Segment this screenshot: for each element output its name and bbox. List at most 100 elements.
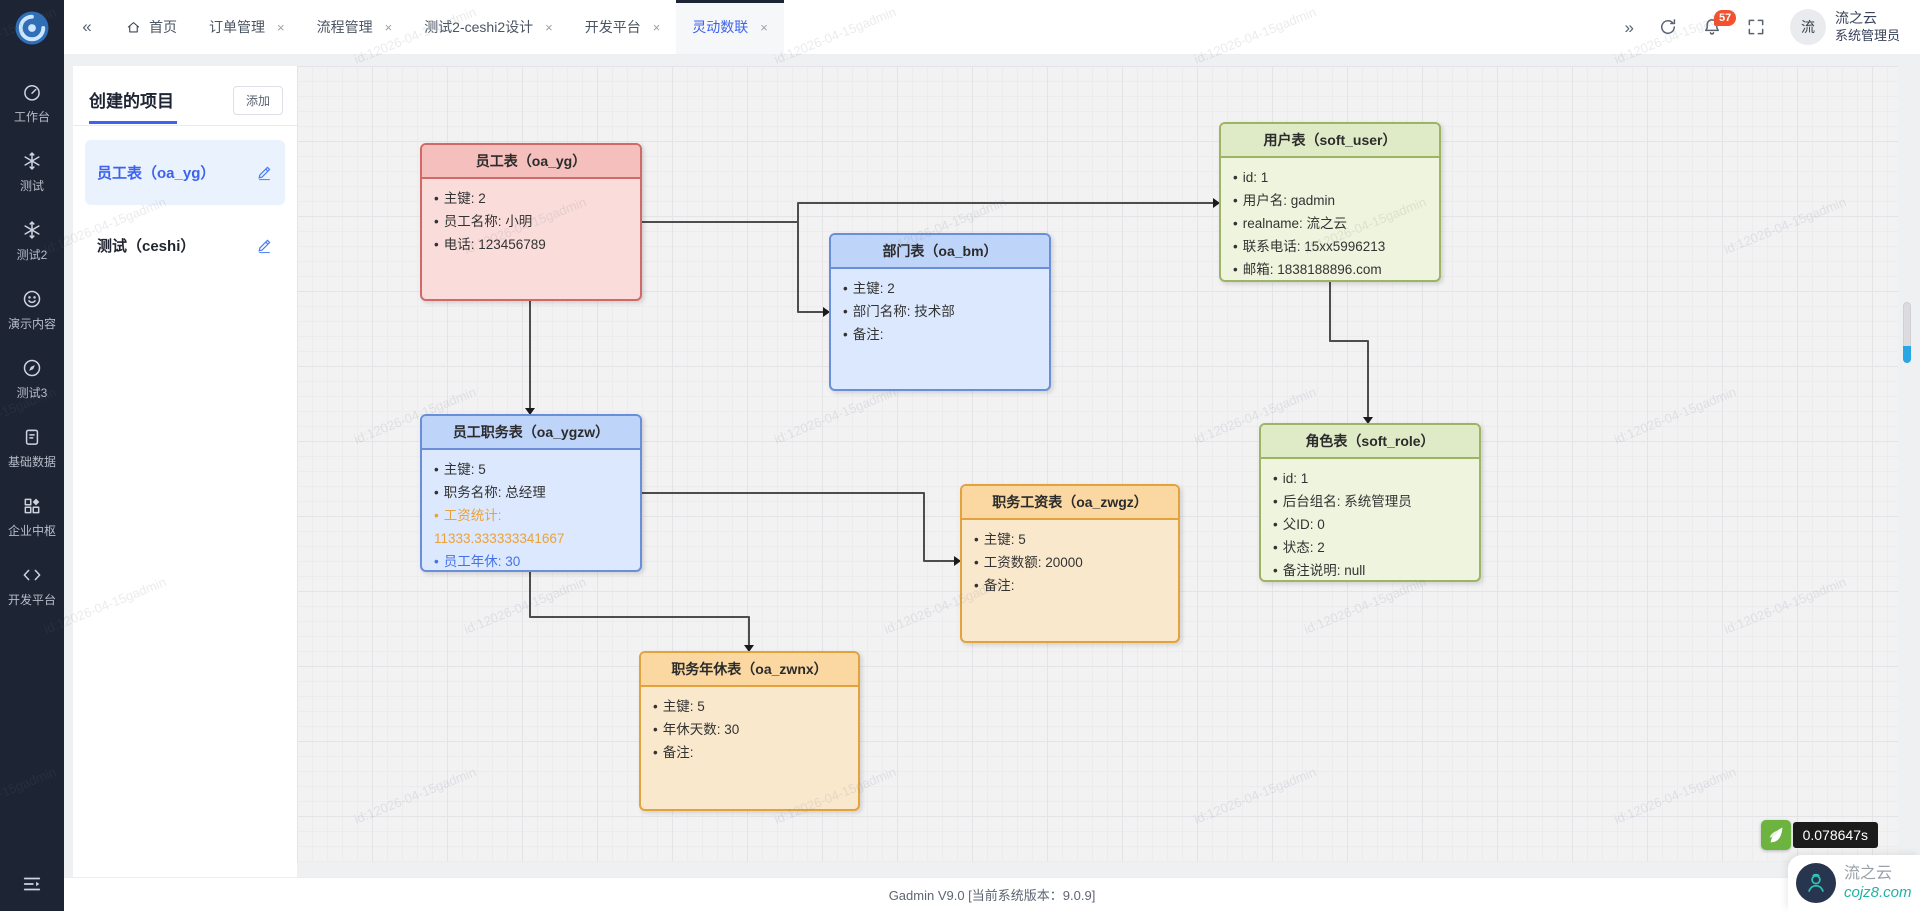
snowflake-icon [22,220,42,240]
close-icon[interactable]: × [277,19,285,35]
sidebar-item-测试[interactable]: 测试 [0,138,64,207]
sidebar-item-label: 测试3 [16,386,48,400]
tab-订单管理[interactable]: 订单管理 × [193,0,301,54]
er-field: •用户名: gadmin [1233,193,1336,208]
version-text: Gadmin V9.0 [当前系统版本：9.0.9] [888,888,1096,903]
er-field: •状态: 2 [1273,540,1325,555]
er-field: •员工年休: 30 [434,554,521,569]
notifications-button[interactable]: 57 [1702,10,1737,37]
close-icon[interactable]: × [545,19,553,35]
sidebar-item-开发平台[interactable]: 开发平台 [0,552,64,621]
performance-time: 0.078647s [1792,822,1878,848]
home-icon [126,20,141,35]
tab-测试2-ceshi2设计[interactable]: 测试2-ceshi2设计× [408,0,569,54]
close-icon[interactable]: × [652,19,661,35]
er-field: •备注: [974,578,1015,593]
er-table-fields: •id: 1•后台组名: 系统管理员•父ID: 0•状态: 2•备注说明: nu… [1261,459,1479,580]
er-field: •备注: [653,745,694,760]
sidebar-item-演示内容[interactable]: 演示内容 [0,276,64,345]
vertical-scrollbar[interactable] [1903,302,1911,363]
projects-panel: 创建的项目 添加 员工表（oa_yg） 测试（ceshi） [73,66,297,877]
sidebar-item-工作台[interactable]: 工作台 [0,69,64,138]
er-field: •电话: 123456789 [434,237,546,252]
er-table-角色表（soft_role）[interactable]: 角色表（soft_role）•id: 1•后台组名: 系统管理员•父ID: 0•… [1259,423,1481,582]
add-project-button[interactable]: 添加 [232,86,283,115]
topbar: « 首页订单管理×流程管理×测试2-ceshi2设计×开发平台×灵动数联× » … [64,0,1920,55]
er-table-fields: •主键: 5•职务名称: 总经理•工资统计: 11333.33333334166… [422,450,640,570]
project-item-员工表（oa_yg）[interactable]: 员工表（oa_yg） [85,140,285,205]
scrollbar-accent [1903,346,1911,363]
avatar: 流 [1789,9,1826,45]
brand-card[interactable]: 流之云 cojz8.com [1788,855,1920,911]
fullscreen-icon[interactable] [1746,17,1766,37]
er-field: •年休天数: 30 [653,722,740,737]
panel-divider [73,125,297,126]
sidebar-item-label: 测试 [19,179,44,193]
er-table-fields: •id: 1•用户名: gadmin•realname: 流之云•联系电话: 1… [1221,158,1439,280]
user-menu[interactable]: 流 流之云 系统管理员 [1789,9,1900,45]
pencil-icon[interactable] [256,164,273,181]
er-table-title: 员工职务表（oa_ygzw） [422,416,640,450]
tab-label: 首页 [149,19,177,35]
er-field: •员工名称: 小明 [434,214,533,229]
app-logo[interactable] [0,0,64,55]
er-table-部门表（oa_bm）[interactable]: 部门表（oa_bm）•主键: 2•部门名称: 技术部•备注: [829,233,1051,391]
er-table-title: 职务工资表（oa_zwgz） [962,486,1178,520]
dashboard-icon [22,82,42,102]
sidebar-item-label: 企业中枢 [7,524,56,538]
panel-title: 创建的项目 [89,87,177,124]
er-table-员工表（oa_yg）[interactable]: 员工表（oa_yg）•主键: 2•员工名称: 小明•电话: 123456789 [420,143,642,301]
refresh-icon[interactable] [1658,17,1678,37]
snowflake-icon [22,151,42,171]
tab-灵动数联[interactable]: 灵动数联 × [676,0,784,54]
er-field: •后台组名: 系统管理员 [1273,494,1412,509]
sidebar-item-测试2[interactable]: 测试2 [0,207,64,276]
sidebar-item-基础数据[interactable]: 基础数据 [0,414,64,483]
er-table-职务工资表（oa_zwgz）[interactable]: 职务工资表（oa_zwgz）•主键: 5•工资数额: 20000•备注: [960,484,1180,643]
code-icon [22,565,42,585]
er-field: •邮箱: 1838188896.com [1233,262,1382,277]
clipboard-icon [22,427,42,447]
er-field: •主键: 5 [434,462,486,477]
sidebar-item-测试3[interactable]: 测试3 [0,345,64,414]
er-table-title: 用户表（soft_user） [1221,124,1439,158]
er-field: •备注: [843,327,884,342]
er-table-fields: •主键: 5•工资数额: 20000•备注: [962,520,1178,603]
compass-icon [22,358,42,378]
collapse-tabs-icon[interactable]: « [82,17,92,36]
tab-开发平台[interactable]: 开发平台× [569,0,677,54]
er-table-title: 角色表（soft_role） [1261,425,1479,459]
leaf-icon [1760,820,1791,850]
project-item-测试（ceshi）[interactable]: 测试（ceshi） [85,213,285,278]
performance-widget[interactable]: 0.078647s [1760,820,1878,850]
tab-流程管理[interactable]: 流程管理× [301,0,409,54]
grid-icon [22,496,42,516]
pencil-icon[interactable] [256,237,273,254]
tab-label: 灵动数联 [692,19,749,35]
brand-name: 流之云 [1844,864,1893,882]
er-field: •realname: 流之云 [1233,216,1348,231]
er-table-用户表（soft_user）[interactable]: 用户表（soft_user）•id: 1•用户名: gadmin•realnam… [1219,122,1441,282]
er-table-fields: •主键: 2•员工名称: 小明•电话: 123456789 [422,179,640,262]
scrollbar-thumb[interactable] [1903,302,1911,348]
er-table-员工职务表（oa_ygzw）[interactable]: 员工职务表（oa_ygzw）•主键: 5•职务名称: 总经理•工资统计: 113… [420,414,642,572]
sidebar-item-企业中枢[interactable]: 企业中枢 [0,483,64,552]
menu-unfold-icon[interactable] [21,873,43,895]
er-field: •备注说明: null [1273,563,1366,578]
close-icon[interactable]: × [384,19,393,35]
sidebar-item-label: 演示内容 [7,317,56,331]
chevrons-right-icon[interactable]: » [1624,17,1634,37]
smiley-icon [22,289,42,309]
notification-badge: 57 [1713,10,1737,26]
user-role: 系统管理员 [1834,27,1900,43]
er-table-title: 员工表（oa_yg） [422,145,640,179]
tab-首页[interactable]: 首页 [110,0,193,54]
er-field: •工资数额: 20000 [974,555,1083,570]
user-name: 流之云 [1834,10,1877,27]
tab-label: 订单管理 [209,19,265,35]
sidebar: 工作台测试测试2 演示内容测试3 基础数据企业中枢开发平台 [0,0,64,911]
er-table-职务年休表（oa_zwnx）[interactable]: 职务年休表（oa_zwnx）•主键: 5•年休天数: 30•备注: [639,651,860,811]
er-table-fields: •主键: 2•部门名称: 技术部•备注: [831,269,1049,352]
close-icon[interactable]: × [760,19,768,35]
